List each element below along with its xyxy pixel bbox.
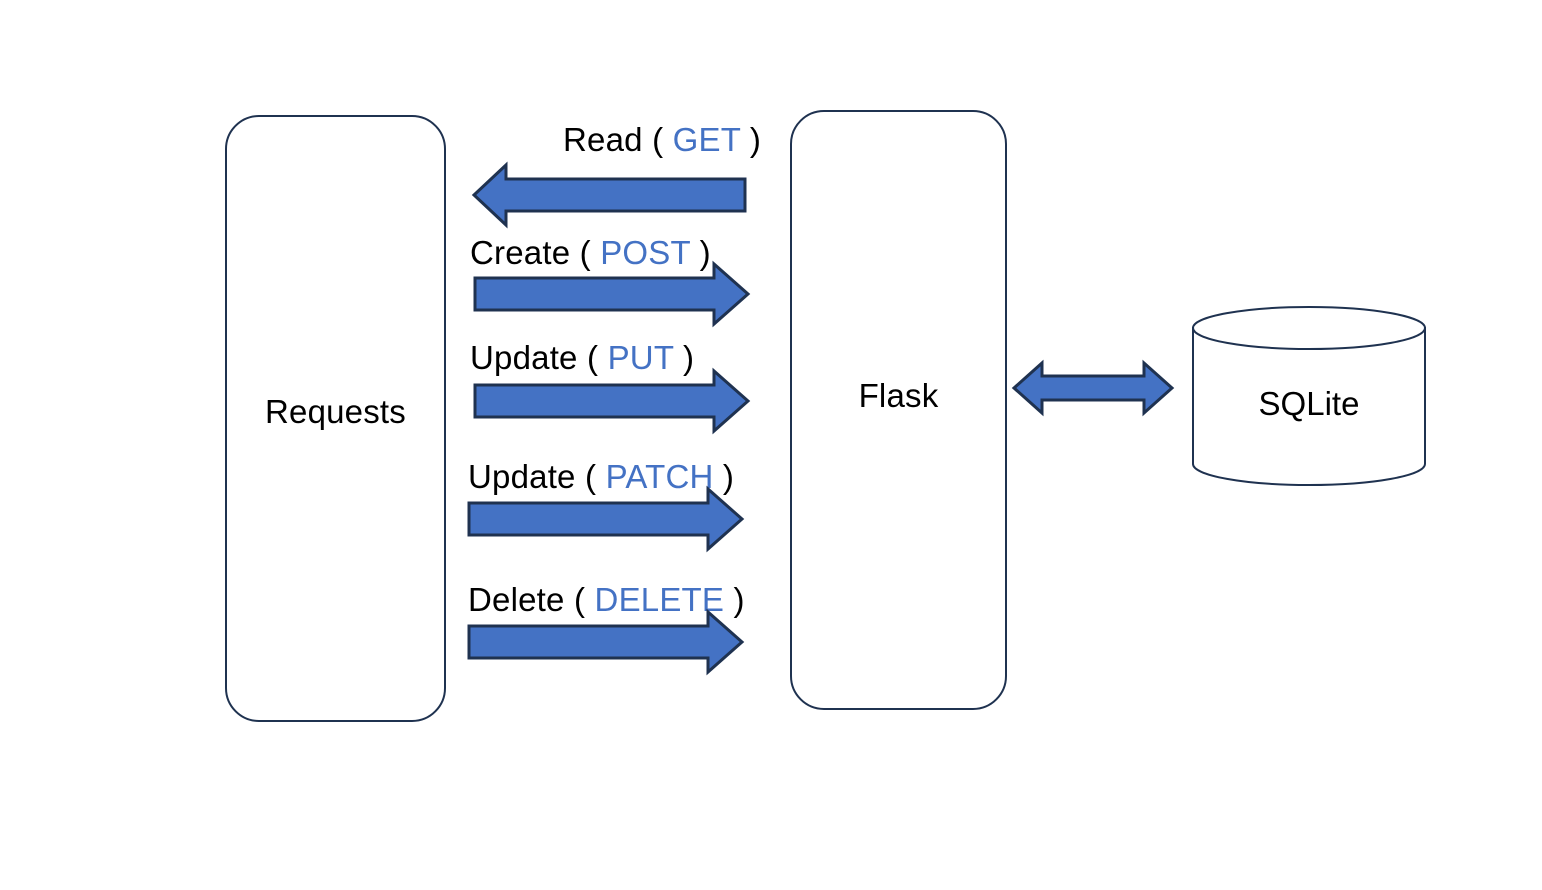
- arrow-delete[interactable]: [467, 608, 745, 676]
- flow-verb-update-put: Update: [470, 339, 578, 376]
- flow-method-delete: DELETE: [594, 581, 725, 618]
- flow-label-update-put: Update ( PUT ): [470, 341, 694, 374]
- flow-close-paren-delete: ): [733, 581, 745, 618]
- arrow-flask-sqlite[interactable]: [1011, 359, 1175, 417]
- arrow-create-post[interactable]: [473, 260, 751, 328]
- flow-open-paren-update-patch: (: [585, 458, 597, 495]
- arrow-right-glyph: [473, 260, 751, 328]
- flow-close-paren-update-put: ): [682, 339, 695, 376]
- node-flask[interactable]: Flask: [790, 110, 1007, 710]
- flow-label-delete: Delete ( DELETE ): [468, 583, 745, 616]
- cylinder-body: [1192, 327, 1426, 486]
- node-requests[interactable]: Requests: [225, 115, 446, 722]
- node-requests-label: Requests: [264, 393, 406, 430]
- arrow-right-glyph: [473, 367, 751, 435]
- node-sqlite-shape[interactable]: [1191, 306, 1427, 486]
- flow-method-patch: PATCH: [605, 458, 714, 495]
- flow-close-paren-update-patch: ): [722, 458, 735, 495]
- node-sqlite-label: SQLite: [1258, 385, 1360, 422]
- arrow-double-glyph: [1011, 359, 1175, 417]
- flow-close-paren-read: ): [749, 121, 762, 158]
- arrow-right-glyph: [467, 485, 745, 553]
- flow-method-get: GET: [672, 121, 741, 158]
- flow-close-paren-create: ): [699, 234, 711, 271]
- flow-method-post: POST: [600, 234, 691, 271]
- flow-verb-delete: Delete: [468, 581, 565, 618]
- flow-open-paren-read: (: [652, 121, 664, 158]
- arrow-left-glyph: [471, 161, 747, 229]
- flow-verb-update-patch: Update: [468, 458, 576, 495]
- arrow-update-put[interactable]: [473, 367, 751, 435]
- flow-verb-read: Read: [563, 121, 643, 158]
- flow-label-update-patch: Update ( PATCH ): [468, 460, 734, 493]
- flow-verb-create: Create: [470, 234, 571, 271]
- flow-open-paren-delete: (: [573, 581, 586, 618]
- cylinder-top-ellipse: [1192, 306, 1426, 350]
- flow-open-paren-create: (: [579, 234, 591, 271]
- flow-open-paren-update-put: (: [587, 339, 599, 376]
- arrow-read-get[interactable]: [471, 161, 747, 229]
- flow-label-read: Read ( GET ): [563, 123, 761, 156]
- node-flask-label: Flask: [858, 377, 939, 414]
- arrow-right-glyph: [467, 608, 745, 676]
- flow-method-put: PUT: [607, 339, 674, 376]
- arrow-update-patch[interactable]: [467, 485, 745, 553]
- flow-label-create: Create ( POST ): [470, 236, 711, 269]
